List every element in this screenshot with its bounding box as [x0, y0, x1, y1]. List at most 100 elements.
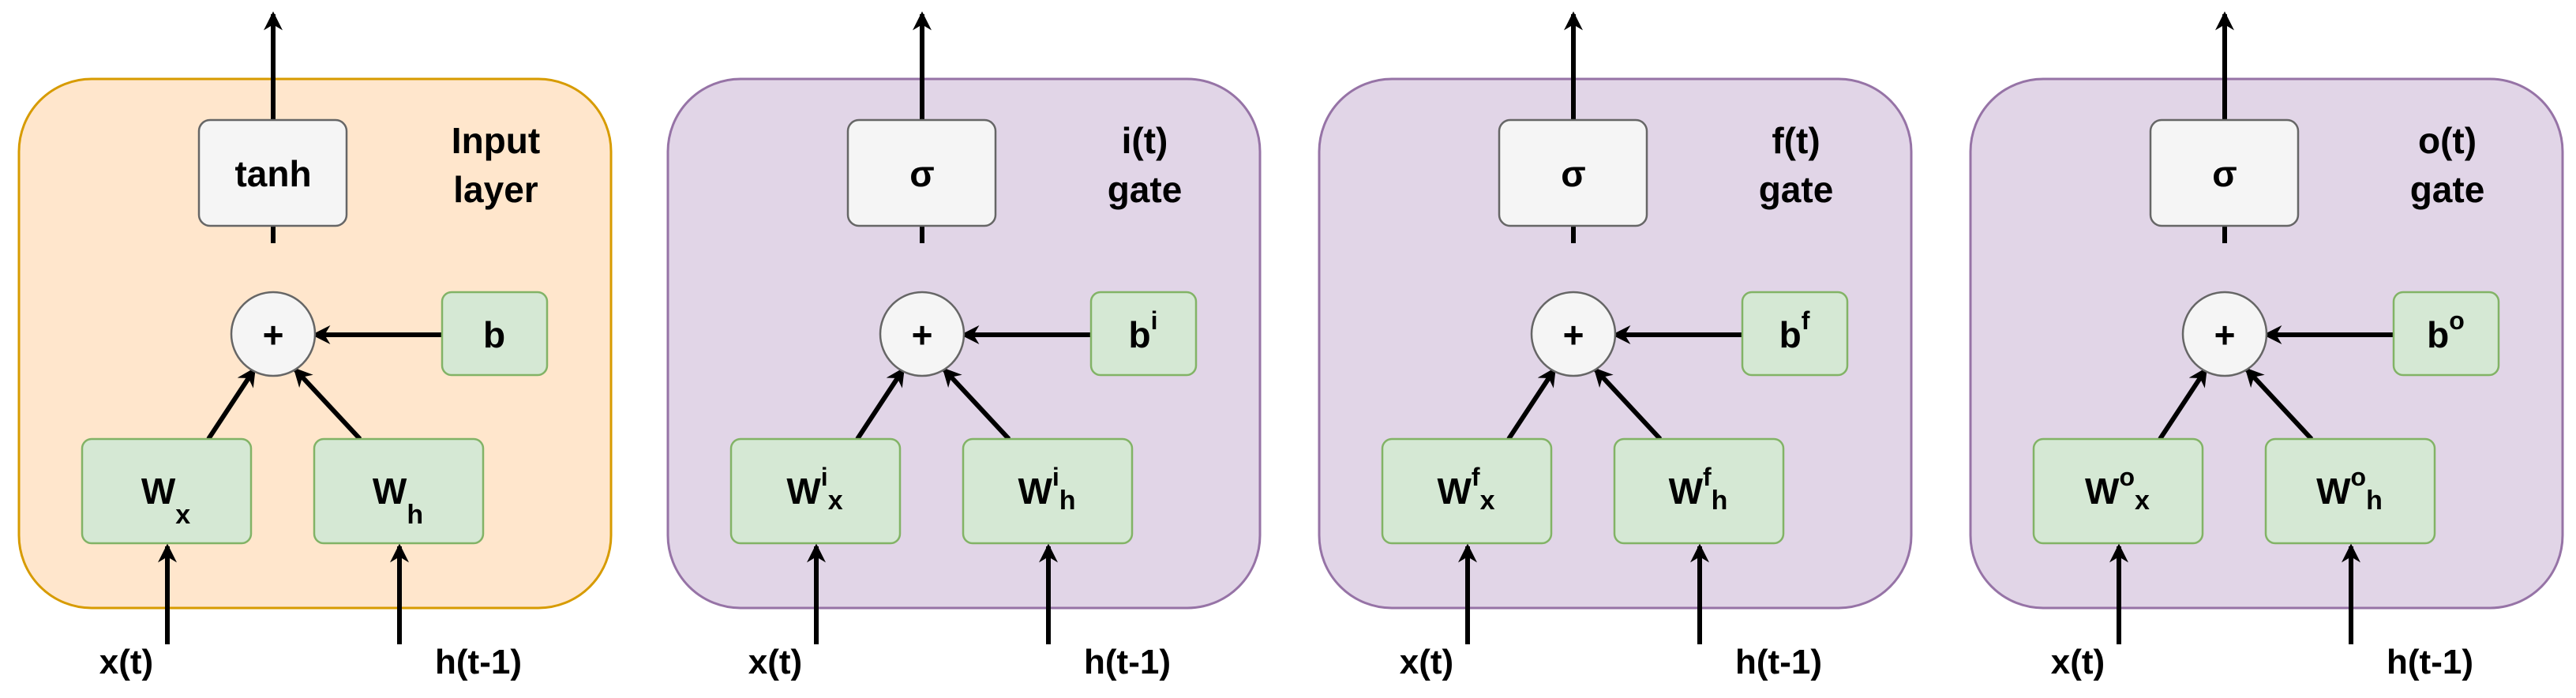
- wh-subscript: h: [2366, 486, 2383, 516]
- activation-label: tanh: [234, 153, 311, 194]
- title-line1: Input: [452, 120, 540, 161]
- wx-superscript: i: [821, 463, 828, 491]
- title-line2: gate: [2410, 169, 2485, 210]
- wx-box: [729, 437, 902, 545]
- activation-label: σ: [1561, 153, 1585, 194]
- activation-label: σ: [2212, 153, 2237, 194]
- activation-box: [846, 118, 997, 227]
- x-input-text: x(t): [748, 643, 802, 681]
- h-input-label: h(t-1): [2387, 643, 2473, 681]
- x-input-label: x(t): [748, 643, 802, 681]
- x-input-text: x(t): [2051, 643, 2105, 681]
- wx-base: W: [141, 471, 176, 512]
- activation-symbol: σ: [2212, 153, 2237, 194]
- bias-base: b: [1779, 314, 1802, 355]
- wx-superscript: o: [2119, 463, 2135, 491]
- wh-box: [313, 437, 485, 545]
- wh-label: Wih: [1018, 463, 1075, 516]
- wx-base: W: [786, 471, 821, 512]
- sum-node: [2181, 291, 2268, 377]
- title-line1: i(t): [1122, 120, 1168, 161]
- wx-box: [1381, 437, 1553, 545]
- wx-subscript: x: [175, 500, 190, 530]
- bias-base: b: [1129, 314, 1151, 355]
- title-line1: f(t): [1772, 120, 1820, 161]
- wh-base: W: [2316, 471, 2351, 512]
- wh-box: [1613, 437, 1785, 545]
- x-input-label: x(t): [2051, 643, 2105, 681]
- activation-box: [1498, 118, 1648, 227]
- activation-symbol: σ: [1561, 153, 1585, 194]
- title-line2: layer: [453, 169, 538, 210]
- sum-label: +: [2214, 314, 2236, 355]
- bias-box: [1741, 291, 1849, 377]
- wx-base: W: [1438, 471, 1472, 512]
- sum-symbol: +: [263, 314, 284, 355]
- wh-base: W: [1669, 471, 1704, 512]
- x-input-label: x(t): [99, 643, 153, 681]
- bias-superscript: i: [1151, 306, 1158, 335]
- wh-to-sum-arrow: [942, 367, 1011, 441]
- wx-to-sum-arrow: [2158, 366, 2208, 441]
- panel-title-line2: gate: [1759, 169, 1834, 210]
- wx-box: [2032, 437, 2204, 545]
- wx-to-sum-arrow: [206, 366, 257, 441]
- h-input-text: h(t-1): [2387, 643, 2473, 681]
- wx-box: [81, 437, 253, 545]
- x-input-text: x(t): [99, 643, 153, 681]
- panel-title-line1: f(t): [1772, 120, 1820, 161]
- wx-subscript: x: [1480, 486, 1495, 516]
- activation-label: σ: [909, 153, 934, 194]
- wx-subscript: x: [2135, 486, 2150, 516]
- h-input-text: h(t-1): [1084, 643, 1171, 681]
- panel-title-line1: i(t): [1122, 120, 1168, 161]
- wx-label: Wox: [2085, 463, 2150, 516]
- panel-title-line2: gate: [2410, 169, 2485, 210]
- wh-to-sum-arrow: [1593, 367, 1663, 441]
- h-input-text: h(t-1): [1735, 643, 1822, 681]
- wh-subscript: h: [1712, 486, 1728, 516]
- sum-node: [1530, 291, 1617, 377]
- bias-label: bi: [1129, 306, 1158, 355]
- title-line2: gate: [1108, 169, 1183, 210]
- sum-node: [879, 291, 966, 377]
- h-input-label: h(t-1): [435, 643, 522, 681]
- x-input-text: x(t): [1400, 643, 1453, 681]
- wh-subscript: h: [407, 500, 423, 530]
- x-input-label: x(t): [1400, 643, 1453, 681]
- title-line1: o(t): [2418, 120, 2477, 161]
- title-line2: gate: [1759, 169, 1834, 210]
- wx-label: Wx: [141, 471, 190, 530]
- sum-node: [230, 291, 317, 377]
- panel-title-line1: Input: [452, 120, 540, 161]
- bias-label: b: [483, 314, 505, 355]
- sum-label: +: [1563, 314, 1584, 355]
- wx-base: W: [2085, 471, 2120, 512]
- panel-title-line2: gate: [1108, 169, 1183, 210]
- sum-label: +: [263, 314, 284, 355]
- bias-base: b: [2427, 314, 2449, 355]
- activation-box: [197, 118, 348, 227]
- wx-label: Wfx: [1438, 463, 1495, 516]
- panel-title-line1: o(t): [2418, 120, 2477, 161]
- bias-superscript: o: [2449, 306, 2465, 335]
- panel-title-line2: layer: [453, 169, 538, 210]
- h-input-text: h(t-1): [435, 643, 522, 681]
- h-input-label: h(t-1): [1735, 643, 1822, 681]
- activation-symbol: σ: [909, 153, 934, 194]
- bias-label: bf: [1779, 306, 1810, 355]
- wh-label: Wfh: [1669, 463, 1728, 516]
- wx-label: Wix: [786, 463, 842, 516]
- wx-to-sum-arrow: [855, 366, 906, 441]
- bias-box: [441, 291, 549, 377]
- wh-to-sum-arrow: [293, 367, 362, 441]
- wx-to-sum-arrow: [1506, 366, 1557, 441]
- bias-box: [2392, 291, 2500, 377]
- bias-label: bo: [2427, 306, 2465, 355]
- activation-symbol: tanh: [234, 153, 311, 194]
